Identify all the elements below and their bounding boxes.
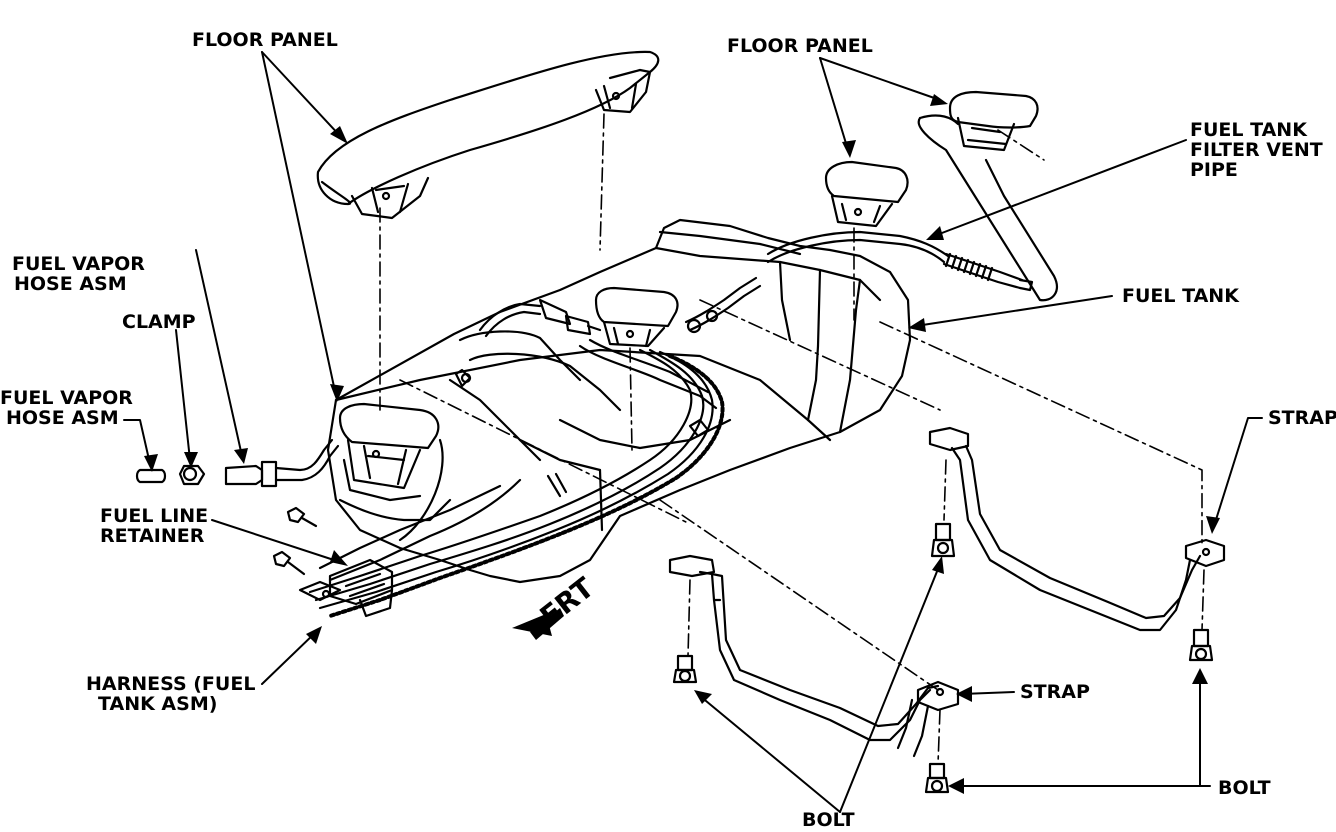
- tank-front-bracket: [338, 402, 440, 490]
- leader-lines: [123, 51, 1263, 813]
- label-filter-vent-pipe-line1: FUEL TANK: [1190, 119, 1307, 141]
- arrow-heads: [144, 94, 1220, 794]
- tank-top-bracket: [594, 286, 679, 348]
- label-fuel-line-retainer-line2: RETAINER: [100, 525, 205, 547]
- strap-right-clip: [1184, 538, 1226, 568]
- floor-panel-left-bracket-rear: [594, 70, 652, 114]
- bolt-a: [930, 522, 956, 558]
- alignment-lines: [379, 113, 1205, 765]
- label-vapor-hose-top-line2: HOSE ASM: [14, 273, 127, 295]
- label-strap-right: STRAP: [1268, 407, 1336, 429]
- floor-panel-right-lower: [824, 160, 909, 228]
- label-vapor-hose-bottom-line1: FUEL VAPOR: [0, 387, 133, 409]
- floor-panel-left: [316, 50, 660, 206]
- bolt-c: [1188, 628, 1214, 662]
- label-floor-panel-left: FLOOR PANEL: [192, 29, 338, 51]
- fuel-line-retainer: [298, 558, 394, 618]
- bolt-d: [924, 762, 950, 794]
- label-fuel-line-retainer-line1: FUEL LINE: [100, 505, 209, 527]
- label-bolt-right: BOLT: [1218, 777, 1271, 799]
- loose-bolts-left: [272, 506, 318, 576]
- frt-arrow: [512, 608, 564, 640]
- strap-left: [668, 554, 940, 742]
- label-strap-center: STRAP: [1020, 681, 1090, 703]
- floor-panel-left-bracket-front: [350, 176, 430, 220]
- bolt-b: [672, 654, 698, 684]
- vapor-hose-assembly: [135, 438, 340, 488]
- strap-center: [896, 680, 960, 758]
- label-vapor-hose-top-line1: FUEL VAPOR: [12, 253, 145, 275]
- label-harness-line2: TANK ASM): [98, 693, 218, 715]
- label-filter-vent-pipe-line3: PIPE: [1190, 159, 1238, 181]
- label-floor-panel-right: FLOOR PANEL: [727, 35, 873, 57]
- fuel-lines: [308, 348, 725, 618]
- label-fuel-tank: FUEL TANK: [1122, 285, 1239, 307]
- label-clamp: CLAMP: [122, 311, 196, 333]
- label-bolt-bottom: BOLT: [802, 809, 855, 831]
- strap-right: [928, 426, 1202, 632]
- label-vapor-hose-bottom-line2: HOSE ASM: [6, 407, 119, 429]
- label-filter-vent-pipe-line2: FILTER VENT: [1190, 139, 1323, 161]
- tank-top-hoses: [478, 276, 762, 410]
- filter-vent-pipe: [766, 230, 1034, 292]
- label-harness-line1: HARNESS (FUEL: [86, 673, 256, 695]
